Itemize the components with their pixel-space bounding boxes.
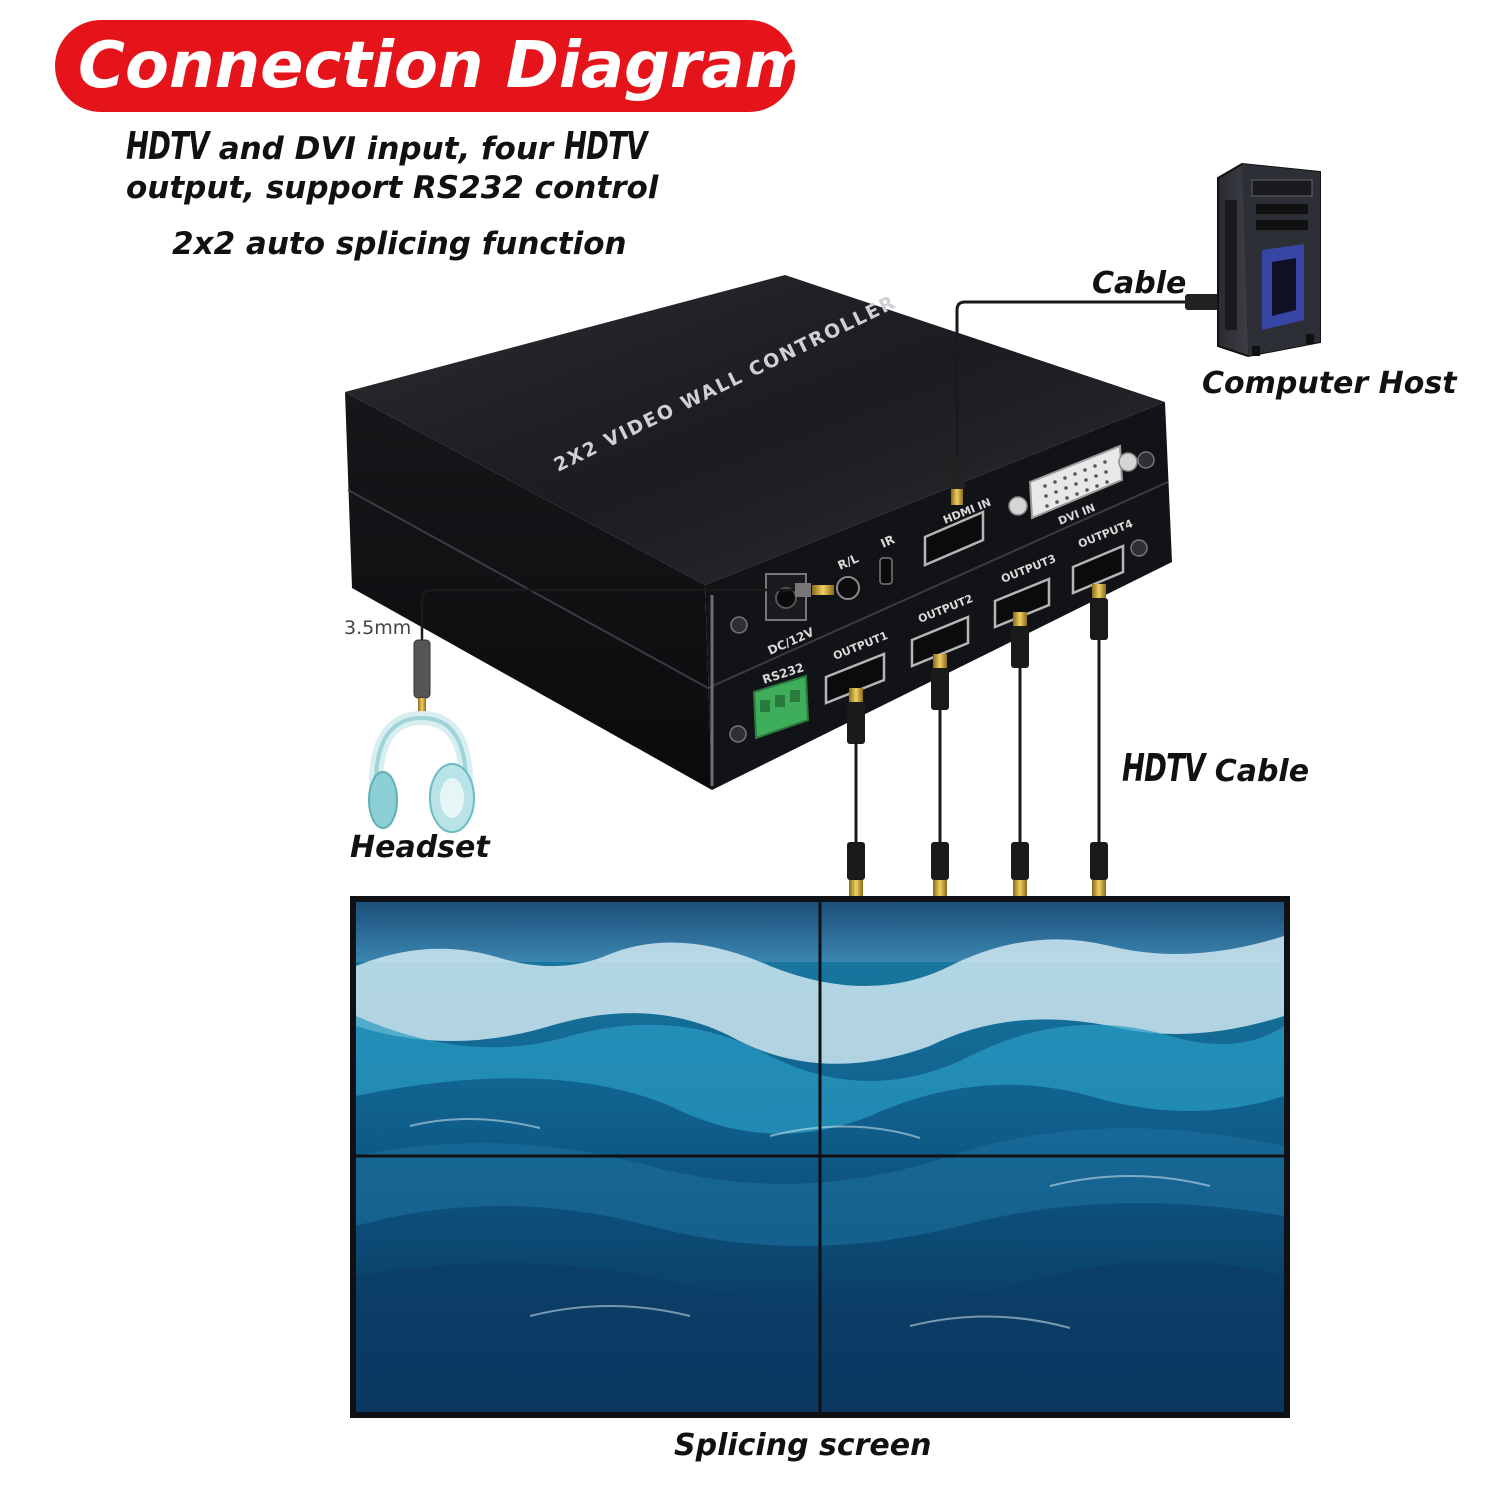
ir-port-label: IR — [879, 532, 897, 550]
input-cable — [949, 294, 1219, 505]
audio-rl-port — [836, 576, 860, 600]
page-title: Connection Diagram — [78, 29, 812, 103]
output4-port — [1071, 544, 1125, 595]
headset-label: Headset — [350, 830, 490, 865]
hdmi-connector-icon — [1011, 612, 1029, 896]
hdtv-brand-text: HDTV — [126, 124, 209, 168]
splicing-screen-label: Splicing screen — [674, 1428, 932, 1463]
rs232-terminal — [752, 674, 810, 740]
computer-host-label: Computer Host — [1202, 366, 1457, 401]
output1-port — [824, 652, 886, 705]
hdmi-connector-icon — [1090, 584, 1108, 896]
subtitle-line-2: output, support RS232 control — [126, 170, 659, 206]
computer-tower-icon — [1217, 162, 1321, 358]
ir-port — [879, 557, 893, 585]
hdtv-cable-text: Cable — [1214, 754, 1310, 789]
audio-jack-label: 3.5mm — [344, 617, 411, 639]
cable-label: Cable — [1092, 266, 1187, 301]
hdmi-connector-icon — [931, 654, 949, 896]
dvi-in-port — [1008, 444, 1138, 520]
hdtv-cable-label: HDTV Cable — [1122, 746, 1309, 790]
subtitle-line-1-text: and DVI input, four — [218, 131, 554, 167]
video-wall-controller: 2X2 VIDEO WALL CONTROLLER DC/12V R/L IR … — [345, 275, 1172, 790]
connection-diagram: 2X2 VIDEO WALL CONTROLLER DC/12V R/L IR … — [344, 162, 1321, 896]
title-banner — [55, 20, 795, 112]
output-cables — [847, 584, 1108, 896]
screw-icon — [729, 451, 1155, 743]
splicing-screen — [350, 896, 1290, 1418]
output2-port — [910, 615, 970, 668]
hdtv-brand-text-3: HDTV — [1122, 746, 1205, 790]
audio-cable — [413, 583, 834, 716]
output3-port — [993, 577, 1051, 629]
hdmi-connector-icon — [847, 688, 865, 896]
headset-icon — [368, 710, 475, 833]
hdtv-brand-text-2: HDTV — [564, 124, 647, 168]
hdmi-in-port — [923, 510, 985, 567]
subtitle-line-3: 2x2 auto splicing function — [172, 226, 627, 262]
